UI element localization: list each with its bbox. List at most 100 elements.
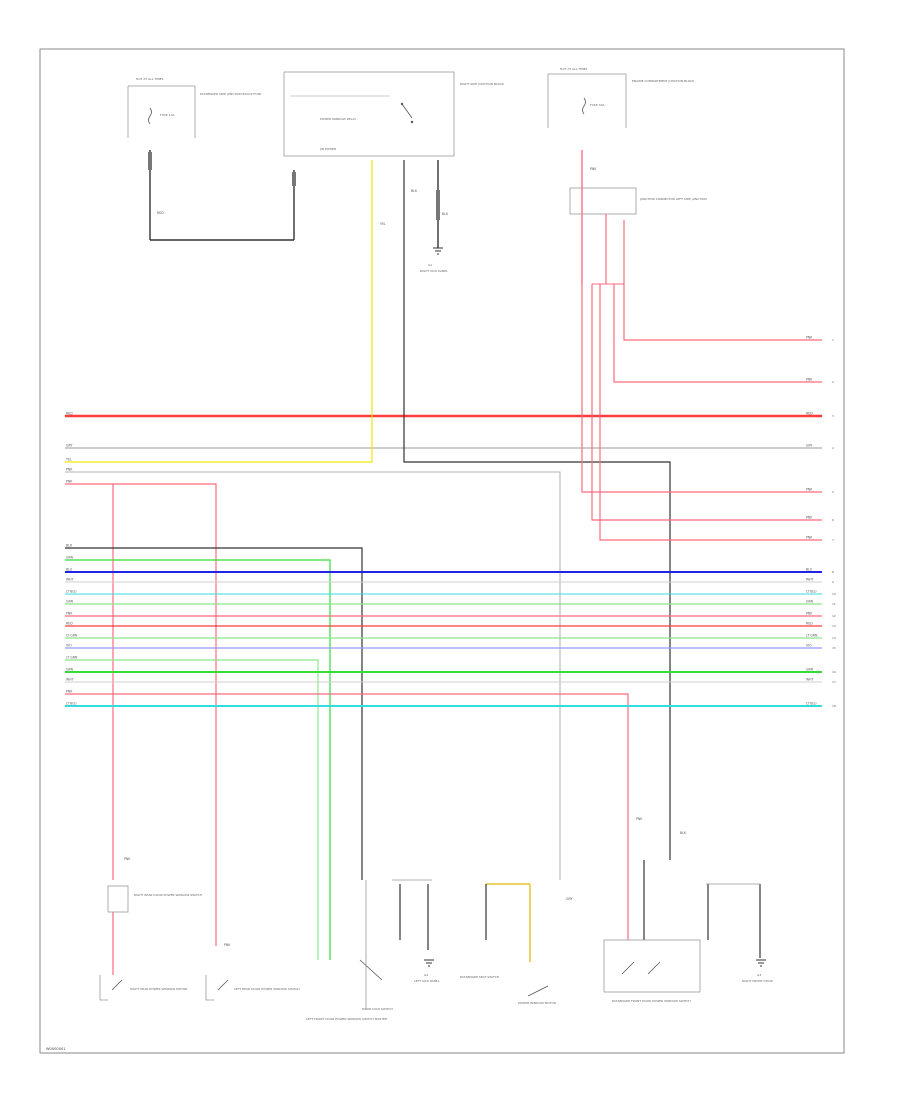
passenger-front-module-desc: PASSENGER FRONT DOOR POWER WINDOW SWITCH xyxy=(612,999,691,1003)
window-motor-mid-wire: GRY xyxy=(566,897,572,901)
ground-g2-id: G2 xyxy=(424,973,428,977)
wire-yellow xyxy=(65,160,373,463)
right-wire-code: PNK xyxy=(806,336,813,340)
switch-icon xyxy=(527,985,549,997)
fuse-box-left-wire: RED xyxy=(157,211,164,215)
ground-g2: G2 LEFT KICK PANEL xyxy=(414,959,440,983)
junction-right: JUNCTION CONNECTOR LEFT SIDE JUNCTION xyxy=(569,187,707,215)
right-wire-code: GRN xyxy=(806,668,814,672)
window-motor-mid-desc: POWER WINDOW MOTOR xyxy=(518,1001,556,1005)
power-relay-id: J/B POWER xyxy=(319,147,336,151)
left-wire-code: LT GRN xyxy=(66,634,78,638)
wire-black-fl xyxy=(65,547,363,880)
left-wire-code: VIO xyxy=(66,644,72,648)
right-pin-number: 18 xyxy=(832,704,836,708)
ground-g3-id: G3 xyxy=(757,973,761,977)
left-wire-code: LT BLU xyxy=(66,702,77,706)
power-relay-desc: RIGHT SIDE JUNCTION BLOCK xyxy=(460,82,505,86)
power-relay-label: POWER WINDOW RELAY xyxy=(320,117,356,121)
passenger-front-module-wire2: BLK xyxy=(680,831,687,835)
right-wire-code: GRY xyxy=(806,444,812,448)
wire-green-fl xyxy=(65,559,331,960)
rear-right-motor-desc: RIGHT REAR POWER WINDOW MOTOR xyxy=(130,987,187,991)
wire-pink-6 xyxy=(591,284,822,521)
right-pin-number: 1 xyxy=(832,338,834,342)
right-wire-code: PNK xyxy=(806,612,813,616)
fuse-box-left-title: HOT AT ALL TIMES xyxy=(136,77,164,81)
wire-ltgreen-fl xyxy=(65,659,319,960)
rear-left-switch-desc: LEFT REAR DOOR POWER WINDOW SWITCH xyxy=(234,987,300,991)
right-wire-code: RED xyxy=(806,622,813,626)
right-pin-number: 2 xyxy=(832,380,834,384)
rear-right-switch-wire: PNK xyxy=(124,857,131,861)
wire-pink-1 xyxy=(623,220,822,341)
right-pin-number: 15 xyxy=(832,646,836,650)
right-pin-number: 12 xyxy=(832,614,836,618)
fuse-box-right: HOT AT ALL TIMES ENGINE COMPARTMENT JUNC… xyxy=(547,67,695,171)
power-relay: RIGHT SIDE JUNCTION BLOCK POWER WINDOW R… xyxy=(283,71,505,248)
fuse-box-right-fuse: FUSE 30A xyxy=(590,103,605,107)
left-wire-code: GRN xyxy=(66,668,74,672)
right-pin-number: 6 xyxy=(832,518,834,522)
diagram-frame xyxy=(39,48,845,1054)
left-wire-code: GRN xyxy=(66,556,74,560)
right-wire-code: LT GRN xyxy=(806,634,818,638)
wire-pink-rl xyxy=(65,483,217,946)
right-wire-code: PNK xyxy=(806,488,813,492)
left-wire-code: GRY xyxy=(66,444,72,448)
fuse-icon xyxy=(582,97,586,115)
switch-icon xyxy=(111,979,123,991)
switch-icon xyxy=(217,979,229,991)
figure-id: W0000001 xyxy=(46,1047,66,1051)
right-wire-code: GRN xyxy=(806,600,814,604)
right-wire-code: PNK xyxy=(806,516,813,520)
left-wire-code: BLU xyxy=(66,568,73,572)
right-wire-code: BLU xyxy=(806,568,813,572)
wire-layer xyxy=(65,150,822,975)
right-pin-number: 14 xyxy=(832,636,836,640)
fuse-box-right-wire: PNK xyxy=(590,167,597,171)
right-pin-number: 11 xyxy=(832,602,836,606)
switch-icon xyxy=(621,961,635,975)
junction-right-desc: JUNCTION CONNECTOR LEFT SIDE JUNCTION xyxy=(639,197,707,201)
rear-left-switch-wire: PNK xyxy=(224,943,231,947)
left-wire-code: PNK xyxy=(66,612,73,616)
right-pin-number: 10 xyxy=(832,592,836,596)
right-wire-code: LT BLU xyxy=(806,702,817,706)
right-wire-code: WHT xyxy=(806,678,814,682)
left-wire-code: PNK xyxy=(66,468,73,472)
wire-pink-5 xyxy=(581,150,822,493)
right-pin-number: 8 xyxy=(832,570,834,574)
fuse-box-left: HOT AT ALL TIMES PASSENGER SIDE JUNCTION… xyxy=(127,77,296,241)
ground-g3: G3 RIGHT FRONT DOOR xyxy=(742,959,773,983)
fuse-box-right-desc: ENGINE COMPARTMENT JUNCTION BLOCK xyxy=(632,79,695,83)
right-pin-number: 16 xyxy=(832,670,836,674)
connector-icon xyxy=(436,190,440,220)
fuse-box-left-fuse: FUSE 10A xyxy=(160,113,175,117)
rear-left-switch: LEFT REAR DOOR POWER WINDOW SWITCH PNK xyxy=(205,943,300,1001)
right-wire-code: RED xyxy=(806,412,813,416)
right-wire-code: VIO xyxy=(806,644,812,648)
left-wire-code: BLK xyxy=(66,544,73,548)
fuse-icon xyxy=(148,107,152,125)
rear-right-switch-desc: RIGHT REAR DOOR POWER WINDOW SWITCH xyxy=(134,893,202,897)
switch-icon xyxy=(359,959,383,981)
right-pin-number: 5 xyxy=(832,490,834,494)
fuse-box-right-title: HOT AT ALL TIMES xyxy=(560,67,588,71)
left-wire-code: PNK xyxy=(66,690,73,694)
left-wire-code: RED xyxy=(66,412,73,416)
connector-icon xyxy=(148,152,152,170)
wire-pink-pf xyxy=(65,693,629,940)
wire-gray-mid xyxy=(65,471,561,880)
door-switch: DOOR LOCK SWITCH xyxy=(362,879,432,1011)
passenger-front-module: PASSENGER FRONT DOOR POWER WINDOW SWITCH… xyxy=(603,817,760,1003)
wire-pink-2 xyxy=(613,284,822,383)
right-pin-number: 9 xyxy=(832,580,834,584)
left-wire-code: LT BLU xyxy=(66,590,77,594)
left-wire-code: LT GRN xyxy=(66,656,78,660)
door-switch-desc: DOOR LOCK SWITCH xyxy=(362,1007,393,1011)
switch-icon xyxy=(647,961,661,975)
power-relay-wire-blk2: BLK xyxy=(442,212,449,216)
